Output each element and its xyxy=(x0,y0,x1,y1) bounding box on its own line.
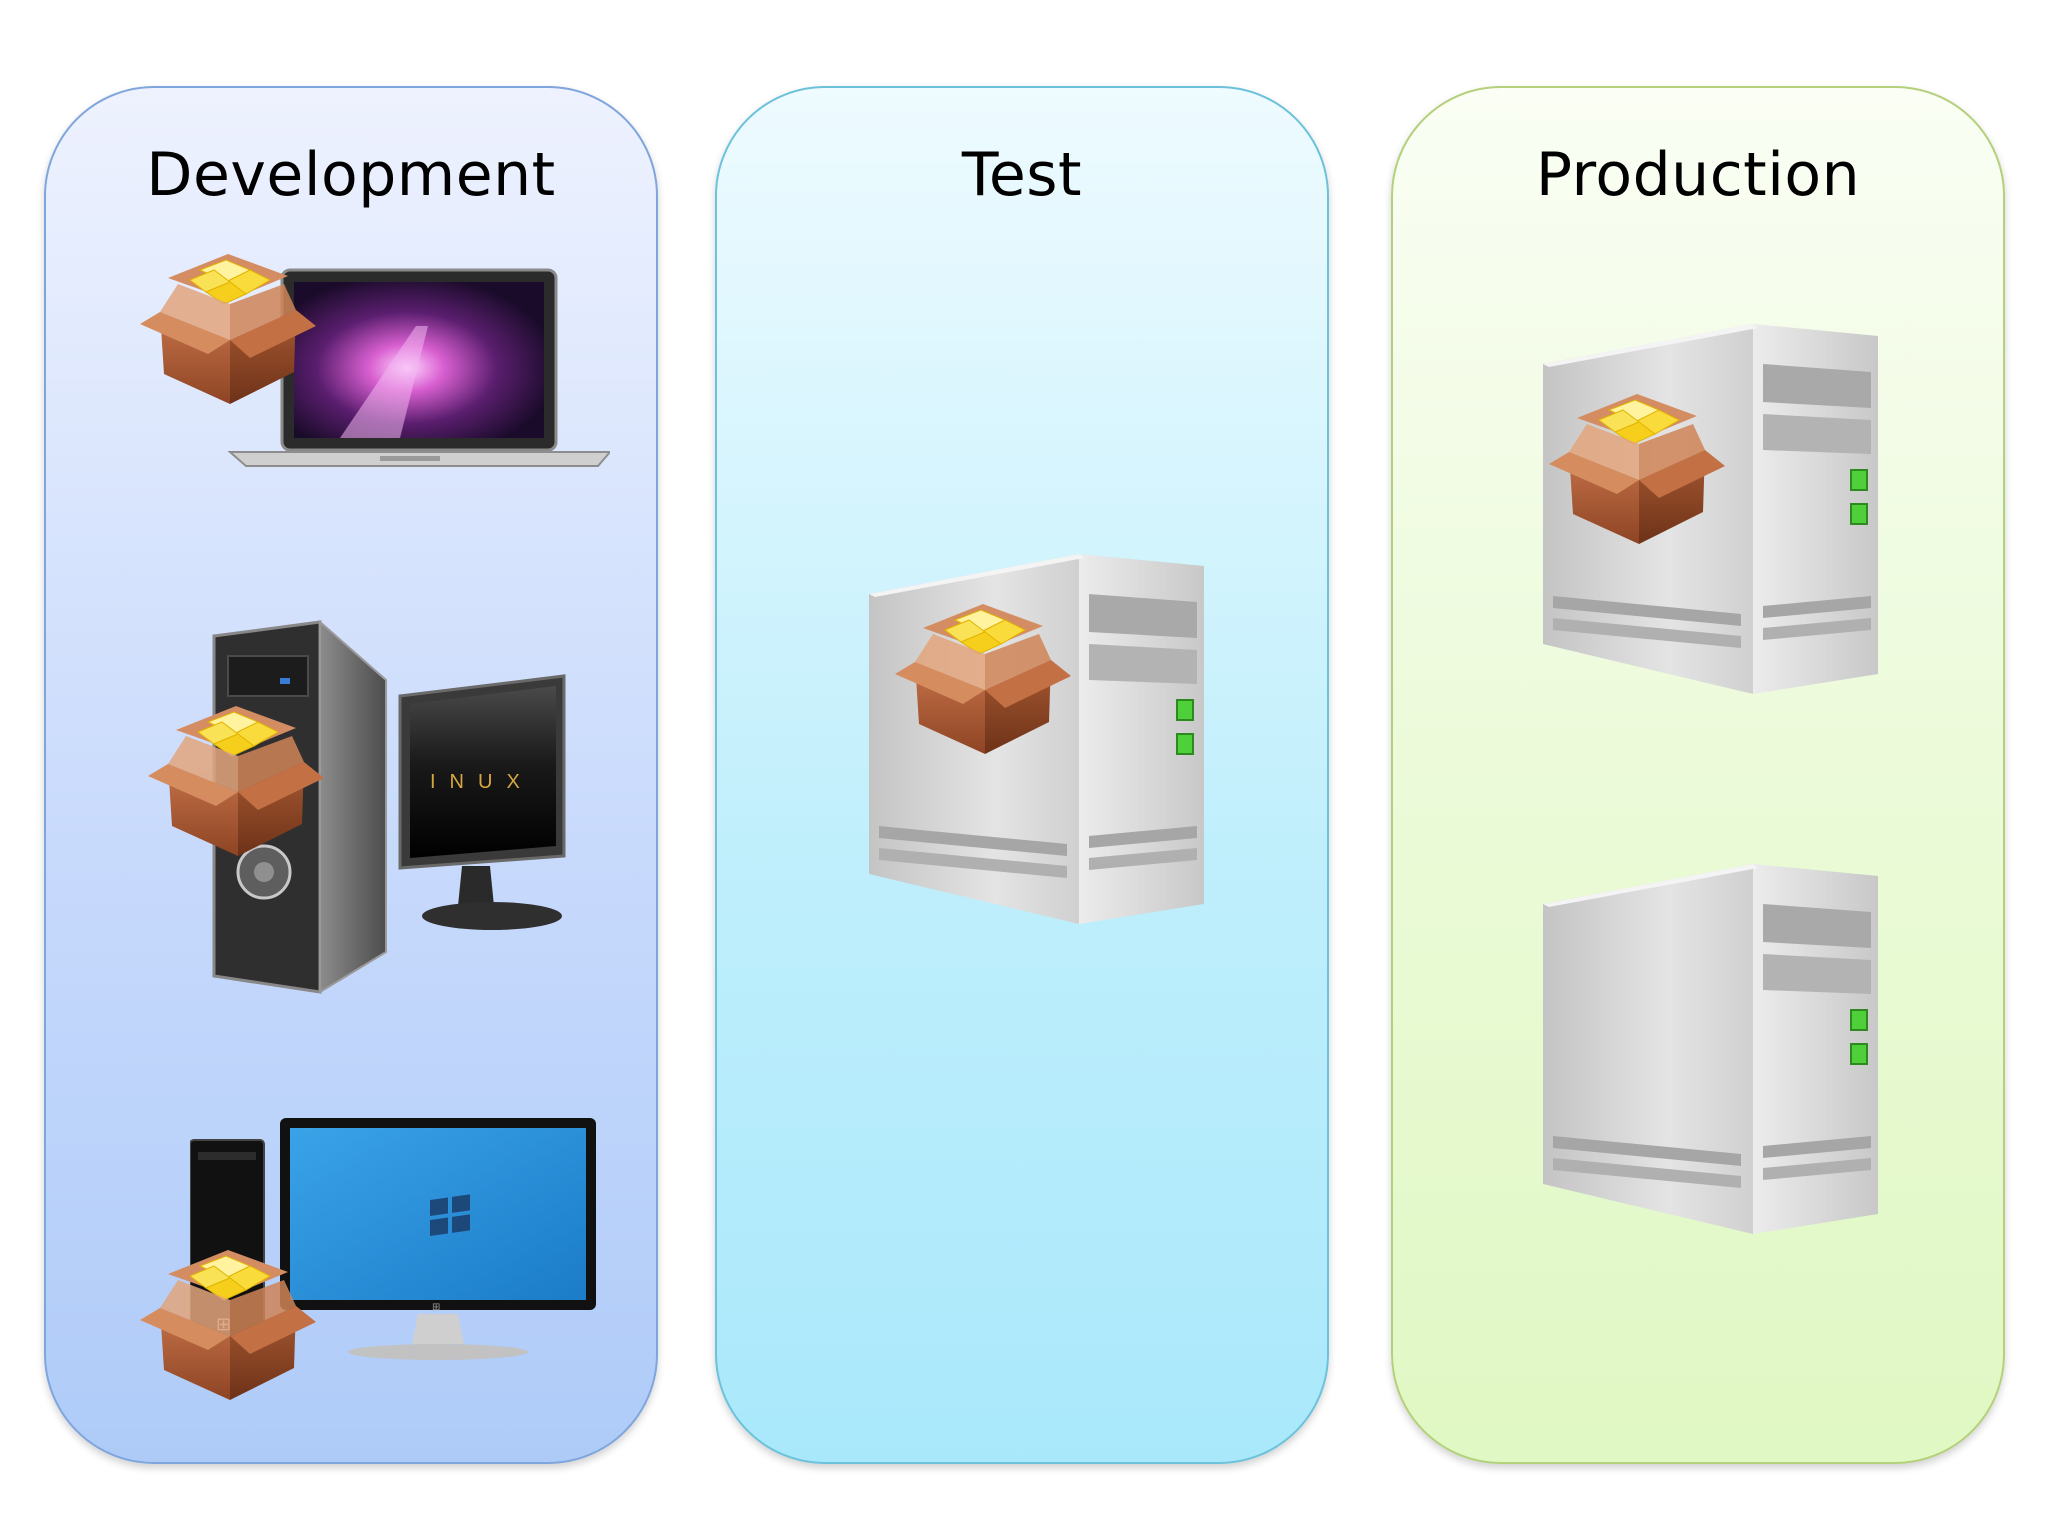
laptop-icon xyxy=(227,268,610,467)
svg-text:INUX: INUX xyxy=(430,771,534,793)
development-panel: Development xyxy=(44,86,658,1464)
production-title: Production xyxy=(1535,140,1861,210)
package-icon xyxy=(139,253,317,405)
test-title: Test xyxy=(961,140,1083,210)
test-panel: Test xyxy=(715,86,1329,1464)
windows-desktop-icon: ⊞ ⊞ xyxy=(190,1118,596,1360)
package-icon xyxy=(147,705,325,857)
server-icon xyxy=(1543,864,1879,1234)
production-panel: Production xyxy=(1391,86,2005,1464)
package-icon xyxy=(139,1249,317,1401)
package-icon xyxy=(894,603,1072,755)
development-title: Development xyxy=(146,140,556,210)
svg-text:⊞: ⊞ xyxy=(432,1302,440,1313)
package-icon xyxy=(1548,393,1726,545)
